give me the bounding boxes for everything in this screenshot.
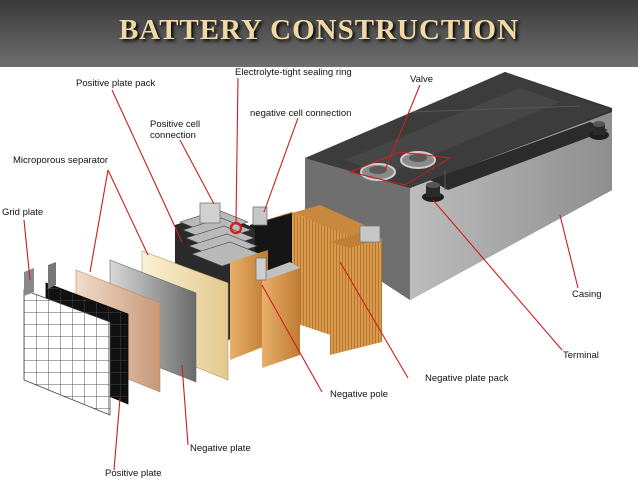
label-negative-plate: Negative plate [190,443,251,454]
valve-icon [348,151,452,186]
label-valve: Valve [410,74,433,85]
label-positive-cell-connection-line1: Positive cell [150,119,200,130]
label-casing: Casing [572,289,602,300]
title-bar: BATTERY CONSTRUCTION [0,0,638,67]
label-positive-cell-connection-line2: connection [150,130,196,141]
terminal-icon [422,121,609,202]
label-electrolyte-ring: Electrolyte-tight sealing ring [235,67,352,78]
label-negative-plate-pack: Negative plate pack [425,373,509,384]
sealing-ring-icon [229,221,243,235]
label-microporous-separator: Microporous separator [13,155,108,166]
leader-lines [23,77,579,471]
label-positive-plate-pack: Positive plate pack [76,78,155,89]
slide-title: BATTERY CONSTRUCTION [118,14,520,46]
label-negative-pole: Negative pole [330,389,388,400]
label-positive-plate: Positive plate [105,468,162,479]
label-grid-plate: Grid plate [2,207,43,218]
diagram-labels: Positive plate pack Electrolyte-tight se… [2,67,602,479]
label-terminal: Terminal [563,350,599,361]
label-negative-cell-connection: negative cell connection [250,108,351,119]
exploded-plates [23,250,229,416]
